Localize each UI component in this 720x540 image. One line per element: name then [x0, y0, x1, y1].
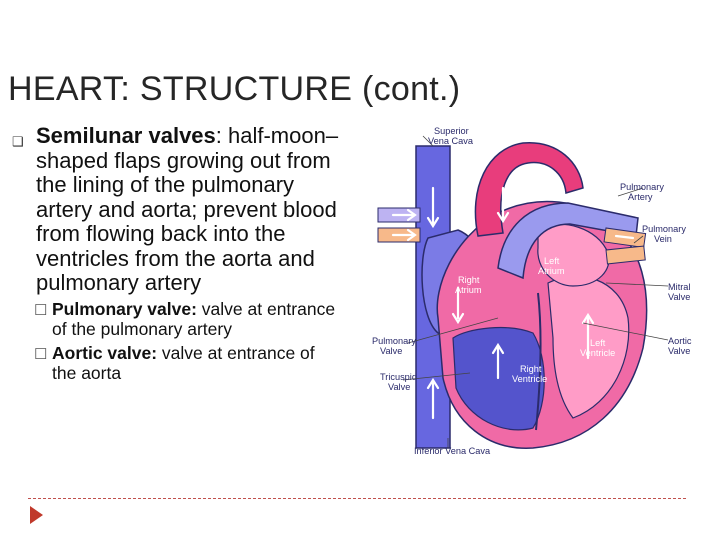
aorta-shape: [474, 142, 584, 237]
pulmonary-artery-shape: [497, 202, 639, 280]
bullet-text: : half-moon–shaped flaps growing out fro…: [36, 123, 339, 295]
septum-shape: [535, 292, 542, 431]
footer-divider: [28, 498, 686, 499]
label-aorta: Aorta: [518, 180, 541, 190]
left-atrium-shape: [537, 223, 610, 287]
flow-arrows: [391, 186, 635, 420]
sub-bullet-aortic-valve: ☐ Aortic valve: valve at entrance of the…: [12, 343, 342, 384]
bullet-list: ❑ Semilunar valves: half-moon–shaped fla…: [12, 123, 342, 384]
checkbox-icon: ☐: [34, 345, 48, 363]
label-inferior-vena-cava: Inferior Vena Cava: [414, 446, 491, 456]
sub-bullet-term: Pulmonary valve:: [52, 298, 197, 319]
bullet-semilunar-valves: ❑ Semilunar valves: half-moon–shaped fla…: [12, 123, 342, 296]
pulmonary-vein-shape: [605, 245, 646, 265]
slide-title: HEART: STRUCTURE (cont.): [8, 70, 461, 108]
sub-bullet-term: Aortic valve:: [52, 342, 158, 363]
sub-bullet-text: valve at entrance of the pulmonary arter…: [52, 298, 336, 340]
bullet-term: Semilunar valves: [36, 123, 216, 148]
checkbox-icon: ☐: [34, 301, 48, 319]
bullet-icon: ❑: [12, 134, 24, 149]
triangle-right-icon[interactable]: [30, 506, 43, 524]
sub-bullet-text: valve at entrance of the aorta: [52, 342, 315, 384]
leader-lines: [402, 135, 669, 448]
sub-bullet-pulmonary-valve: ☐ Pulmonary valve: valve at entrance of …: [12, 299, 342, 340]
